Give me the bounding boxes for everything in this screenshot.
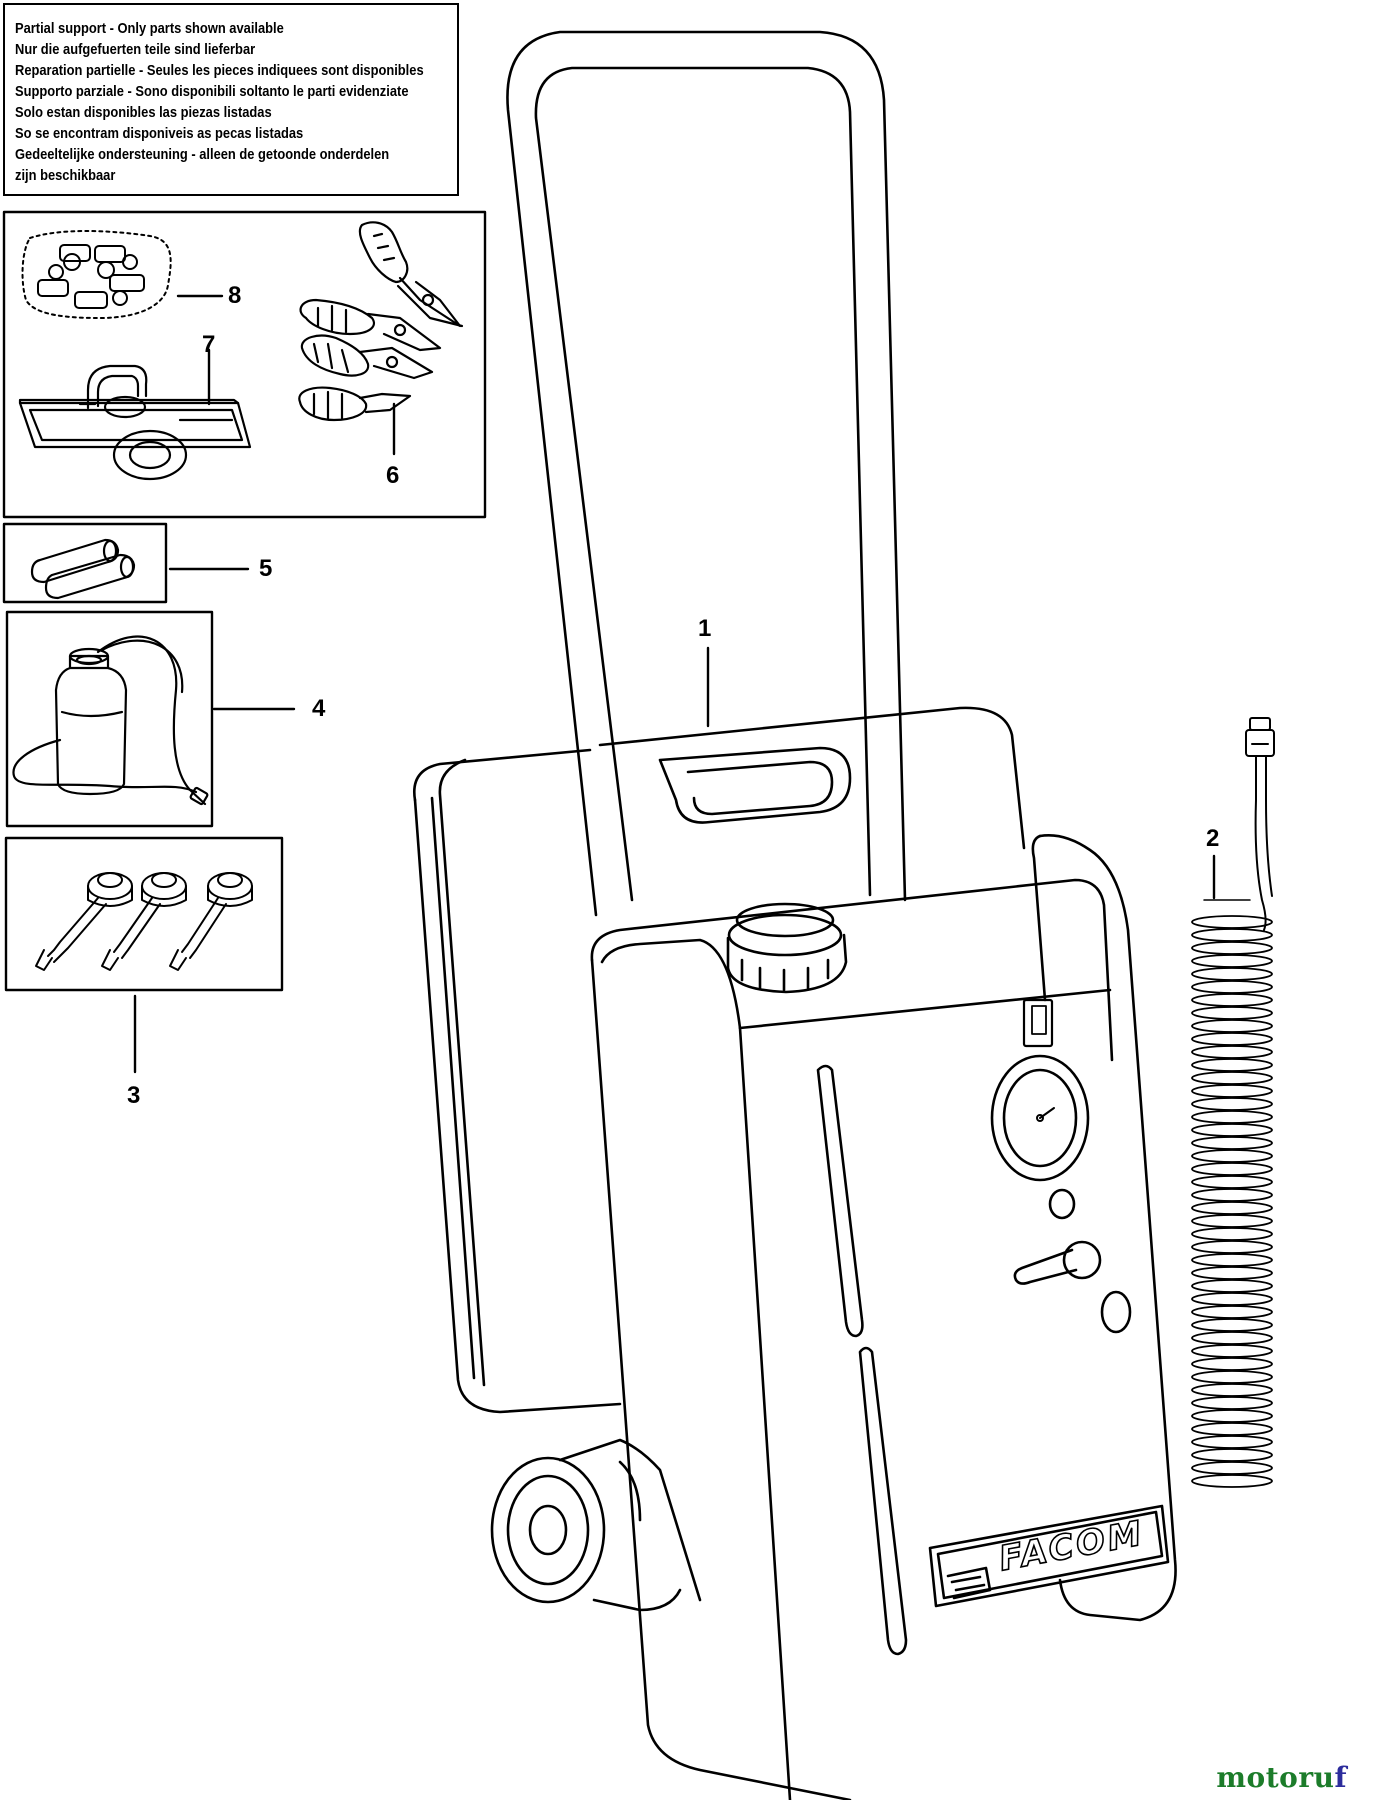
hose-coil bbox=[1191, 1461, 1273, 1475]
hose-coil bbox=[1191, 1331, 1273, 1345]
hose-coil bbox=[1191, 1474, 1273, 1488]
callout-2: 2 bbox=[1206, 825, 1220, 852]
hose-coil bbox=[1191, 1084, 1273, 1098]
watermark-part2: f bbox=[1334, 1761, 1347, 1794]
hose-coil bbox=[1191, 1305, 1273, 1319]
callout-8: 8 bbox=[228, 282, 242, 309]
hose-coil bbox=[1191, 980, 1273, 994]
callout-4: 4 bbox=[312, 695, 326, 722]
hose-coil bbox=[1191, 1136, 1273, 1150]
part-4-bleeder-bottle bbox=[12, 635, 209, 806]
hose-coil bbox=[1191, 1123, 1273, 1137]
part-2-coiled-hose bbox=[1245, 717, 1275, 931]
notice-line: So se encontram disponiveis as pecas lis… bbox=[15, 125, 304, 142]
hose-coil bbox=[1191, 1149, 1273, 1163]
accessory-panel-6-7-8 bbox=[2, 210, 487, 519]
notice-line: Gedeeltelijke ondersteuning - alleen de … bbox=[15, 146, 390, 163]
watermark-part1: motoru bbox=[1216, 1761, 1335, 1794]
hose-coil bbox=[1191, 1357, 1273, 1371]
part-7-bracket bbox=[18, 364, 252, 481]
hose-coil bbox=[1191, 1435, 1273, 1449]
hose-coil bbox=[1191, 915, 1273, 929]
callout-7: 7 bbox=[202, 331, 216, 358]
hose-coil bbox=[1191, 1058, 1273, 1072]
hose-coil bbox=[1191, 1253, 1273, 1267]
hose-coil bbox=[1191, 1396, 1273, 1410]
hose-coil bbox=[1191, 1188, 1273, 1202]
hose-coil bbox=[1191, 1032, 1273, 1046]
hose-coil bbox=[1191, 1019, 1273, 1033]
availability-notice: Partial support - Only parts shown avail… bbox=[3, 3, 459, 196]
notice-line: Reparation partielle - Seules les pieces… bbox=[15, 62, 424, 79]
hose-coil bbox=[1191, 1448, 1273, 1462]
hose-coil bbox=[1191, 1383, 1273, 1397]
part-5-fuses bbox=[30, 538, 136, 600]
hose-coil bbox=[1191, 1240, 1273, 1254]
part-1-bleeder-cart bbox=[412, 30, 1177, 1800]
hose-coil bbox=[1191, 967, 1273, 981]
hose-coil bbox=[1191, 1214, 1273, 1228]
part-3-adapters bbox=[35, 872, 253, 971]
notice-line: Partial support - Only parts shown avail… bbox=[15, 20, 284, 37]
notice-line: Nur die aufgefuerten teile sind lieferba… bbox=[15, 41, 256, 58]
hose-coil bbox=[1191, 1045, 1273, 1059]
callout-3: 3 bbox=[127, 1082, 141, 1109]
notice-line: Solo estan disponibles las piezas listad… bbox=[15, 104, 272, 121]
hose-coil bbox=[1191, 1201, 1273, 1215]
adapter-panel-3 bbox=[4, 836, 284, 992]
hose-coil bbox=[1191, 1318, 1273, 1332]
hose-coil bbox=[1191, 1162, 1273, 1176]
part-8-fittings-bag bbox=[21, 230, 172, 319]
hose-coil bbox=[1191, 1344, 1273, 1358]
hose-coil bbox=[1191, 1110, 1273, 1124]
hose-coil bbox=[1191, 1292, 1273, 1306]
hose-coil bbox=[1191, 941, 1273, 955]
hose-coil bbox=[1191, 1097, 1273, 1111]
hose-coil bbox=[1191, 954, 1273, 968]
hose-coil bbox=[1191, 1422, 1273, 1436]
hose-coil bbox=[1191, 1266, 1273, 1280]
hose-coil bbox=[1191, 1006, 1273, 1020]
callout-6: 6 bbox=[386, 462, 400, 489]
hose-coil bbox=[1191, 993, 1273, 1007]
notice-line: Supporto parziale - Sono disponibili sol… bbox=[15, 83, 409, 100]
bottle-panel-4 bbox=[5, 610, 214, 828]
callout-5: 5 bbox=[259, 555, 273, 582]
hose-coil bbox=[1191, 928, 1273, 942]
hose-coil bbox=[1191, 1370, 1273, 1384]
hose-coil bbox=[1191, 1227, 1273, 1241]
hose-coil bbox=[1191, 1175, 1273, 1189]
callout-1: 1 bbox=[698, 615, 712, 642]
site-watermark: motoruf bbox=[1216, 1761, 1347, 1794]
fuse-panel-5 bbox=[2, 522, 168, 604]
hose-coil bbox=[1191, 1279, 1273, 1293]
hose-coil bbox=[1191, 1071, 1273, 1085]
hose-coil bbox=[1191, 1409, 1273, 1423]
hose-coil-set bbox=[1191, 915, 1273, 1488]
part-6-battery-clamps bbox=[298, 221, 464, 422]
notice-line: zijn beschikbaar bbox=[15, 167, 116, 184]
